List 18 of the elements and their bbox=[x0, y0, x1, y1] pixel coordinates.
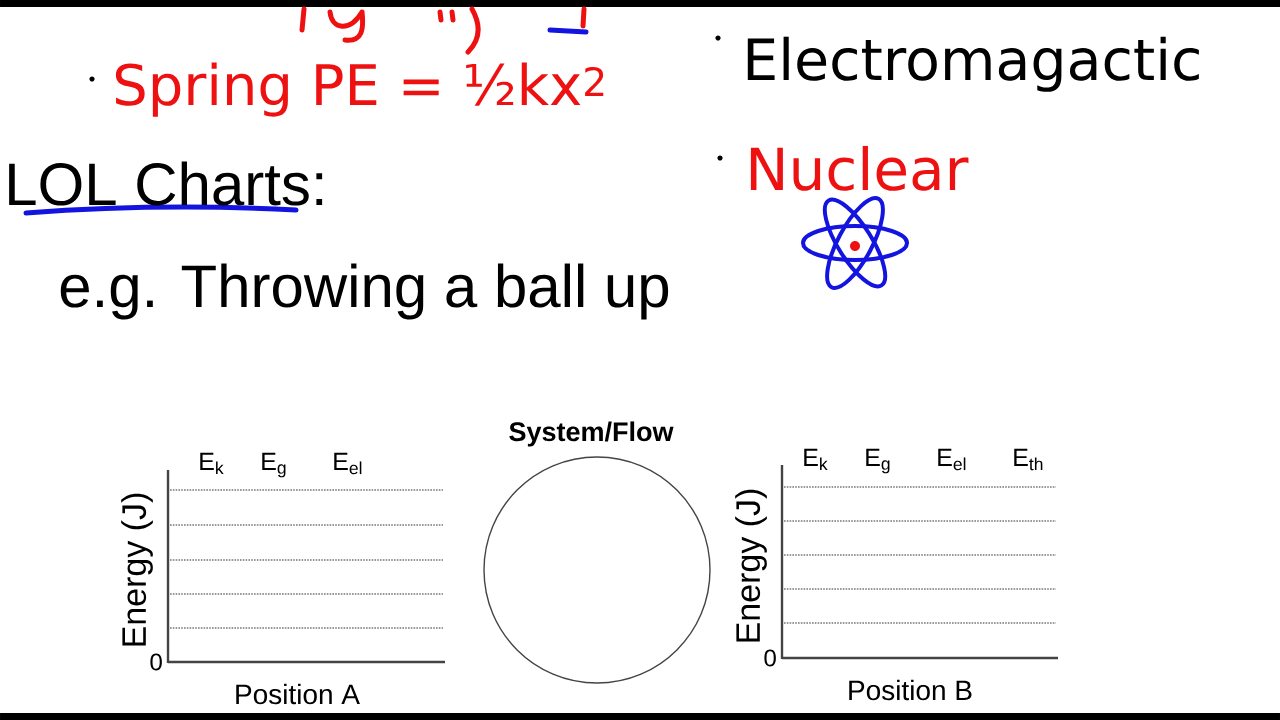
example-text: e.g. Throwing a ball up bbox=[60, 263, 669, 320]
handwritten-note: Nuclear bbox=[750, 145, 969, 191]
bar-label: E$_{k}$ bbox=[200, 452, 224, 475]
axis-title: Position A bbox=[236, 683, 360, 705]
handwritten-note: Electromagactic bbox=[747, 36, 1199, 92]
handwritten-formula: Spring PE = ½kx$^{2}$ bbox=[115, 62, 604, 117]
bar-label: E$_{el}$ bbox=[938, 448, 966, 471]
bar-label: E$_{el}$ bbox=[334, 452, 362, 475]
circle-heading: System/Flow bbox=[509, 421, 674, 447]
tick-label: 0 bbox=[150, 653, 162, 671]
tick-label: 0 bbox=[764, 649, 776, 667]
bar-label: E$_{k}$ bbox=[804, 448, 828, 471]
heading: LOL Charts: bbox=[9, 161, 323, 206]
axis-title: Position B bbox=[849, 679, 972, 701]
axis-title: Energy (J) bbox=[121, 493, 153, 646]
bar-label: E$_{th}$ bbox=[1014, 448, 1043, 471]
bar-label: E$_{g}$ bbox=[262, 452, 286, 478]
bar-label: E$_{g}$ bbox=[866, 448, 890, 474]
